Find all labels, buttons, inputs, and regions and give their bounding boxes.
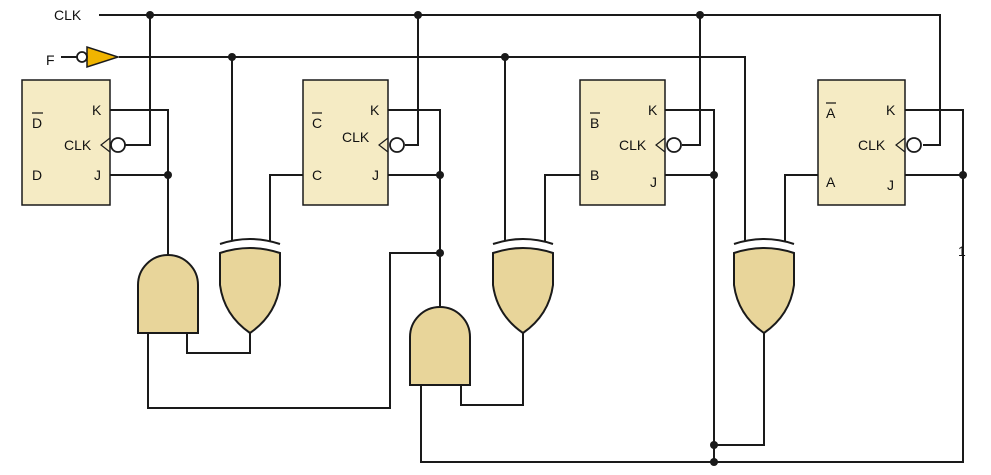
flip-flop-c-clk-triangle	[378, 137, 389, 153]
and-bc-out-wire	[460, 331, 524, 406]
xor-a-out-wire	[784, 174, 819, 241]
xor-gate-c-input-arc	[219, 238, 281, 245]
flip-flop-d-clk-bubble	[110, 137, 126, 153]
junction-dot	[436, 249, 444, 257]
ffc-k-wire	[387, 109, 441, 176]
flip-flop-a-clk-triangle	[895, 137, 906, 153]
ffa-k-label: K	[886, 102, 896, 118]
ffa-qbar-label: A	[826, 105, 836, 121]
junction-dot	[146, 11, 154, 19]
clk-bus-wire	[99, 14, 941, 146]
ffc-q-label: C	[312, 167, 322, 183]
xor-gate-b	[492, 238, 554, 335]
and-cd-out-wire	[186, 329, 251, 354]
flip-flop-c-body	[302, 79, 389, 206]
xor-gate-a-input-arc	[733, 238, 795, 245]
flip-flop-a	[817, 79, 922, 206]
ffc-k-label: K	[370, 102, 380, 118]
xor-b-out-wire	[544, 174, 581, 241]
ffd-qbar-label: D	[32, 115, 42, 131]
flip-flop-b-body	[579, 79, 666, 206]
xor-gate-a	[733, 238, 795, 335]
ffa-k-wire	[904, 109, 964, 176]
and-bc-left-input-loop	[420, 174, 964, 463]
xor-gate-b-body	[492, 247, 554, 335]
one-input-label: 1	[958, 243, 966, 259]
xor-gate-c	[219, 238, 281, 335]
flip-flop-b	[579, 79, 682, 206]
f-buffer	[76, 45, 121, 69]
xor-gate-c-body	[219, 247, 281, 335]
ffc-qbar-label: C	[312, 115, 322, 131]
ffb-qbar-label: B	[590, 115, 599, 131]
ffa-clk-label: CLK	[858, 137, 886, 153]
ffb-bottom-join-wire	[713, 329, 765, 446]
ffb-clk-label: CLK	[619, 137, 647, 153]
junction-dot	[501, 53, 509, 61]
xor-gate-a-body	[733, 247, 795, 335]
junction-dot	[959, 171, 967, 179]
junction-dot	[710, 458, 718, 466]
flip-flop-d	[21, 79, 126, 206]
ffd-k-wire	[109, 109, 169, 176]
xor-c-out-wire	[269, 174, 304, 241]
f-buffer-triangle	[86, 45, 121, 69]
and-gate-upper	[137, 254, 199, 334]
f-label: F	[46, 52, 55, 68]
junction-dot	[436, 171, 444, 179]
xor-gate-b-input-arc	[492, 238, 554, 245]
and-gate-lower	[409, 306, 471, 386]
clk-drop-ff-b	[682, 14, 701, 146]
junction-dot	[164, 171, 172, 179]
flip-flop-b-clk-bubble	[666, 137, 682, 153]
f-bus-wire	[119, 56, 746, 241]
ffc-clk-label: CLK	[342, 129, 370, 145]
clk-label: CLK	[54, 7, 82, 23]
junction-dot	[696, 11, 704, 19]
clk-drop-ff-d	[125, 14, 151, 146]
ffb-j-label: J	[650, 174, 657, 190]
wires	[61, 14, 964, 463]
flip-flop-c	[302, 79, 405, 206]
flip-flop-a-body	[817, 79, 906, 206]
junction-dot	[710, 171, 718, 179]
ffa-q-label: A	[826, 174, 836, 190]
clk-drop-ff-c	[405, 14, 419, 146]
ffb-k-wire	[664, 109, 715, 176]
flip-flop-d-clk-triangle	[100, 137, 111, 153]
ffd-q-label: D	[32, 167, 42, 183]
flip-flop-b-clk-triangle	[655, 137, 666, 153]
ffc-j-label: J	[372, 167, 379, 183]
flip-flop-a-clk-bubble	[906, 137, 922, 153]
f-buffer-bubble	[76, 51, 88, 63]
junction-dot	[710, 441, 718, 449]
ffd-j-label: J	[94, 167, 101, 183]
ffd-k-label: K	[92, 102, 102, 118]
junction-dot	[414, 11, 422, 19]
ffd-clk-label: CLK	[64, 137, 92, 153]
junctions	[146, 11, 967, 466]
and-d-left-input-loop	[147, 252, 441, 409]
ffb-k-label: K	[648, 102, 658, 118]
flip-flop-c-clk-bubble	[389, 137, 405, 153]
ffa-j-label: J	[887, 177, 894, 193]
flip-flop-d-body	[21, 79, 111, 206]
ffb-q-label: B	[590, 167, 599, 183]
junction-dot	[228, 53, 236, 61]
